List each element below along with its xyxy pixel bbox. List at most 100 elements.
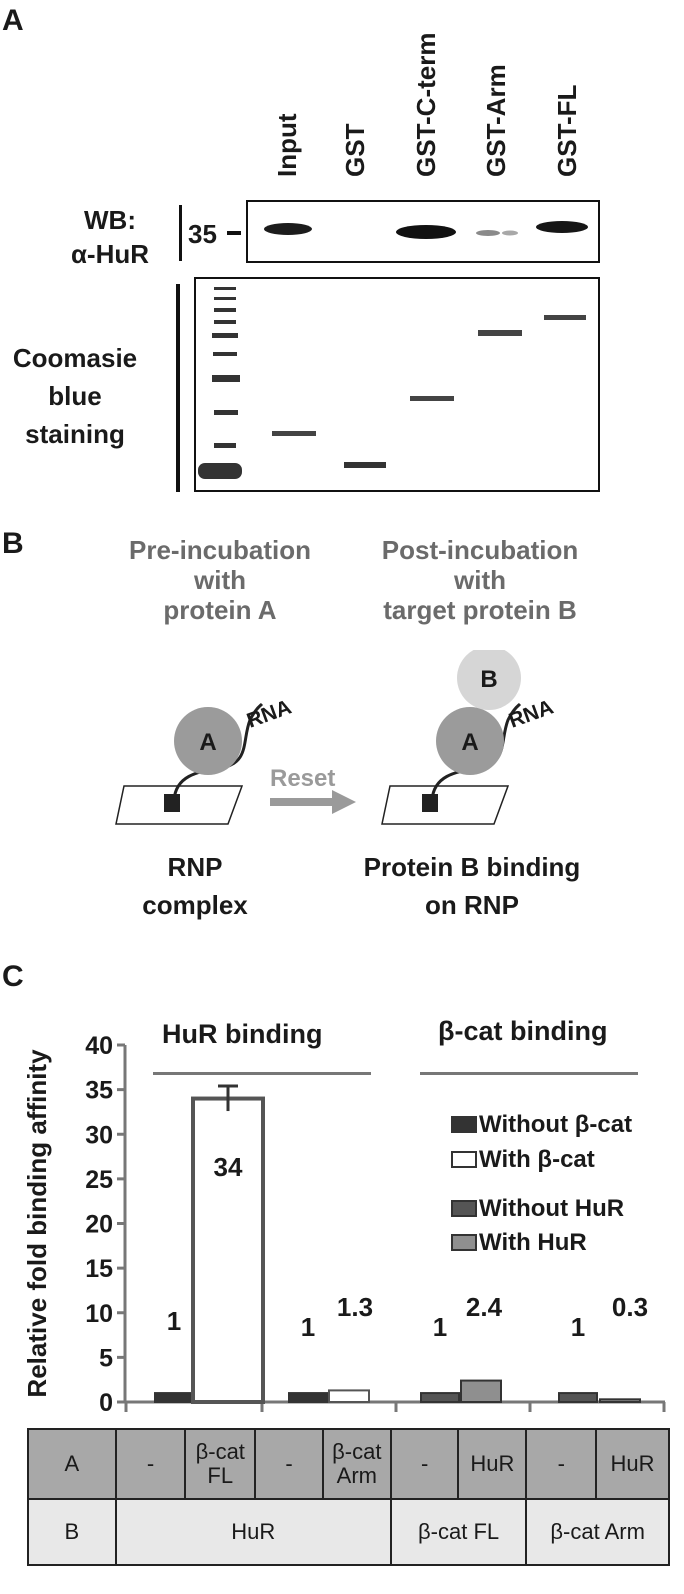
band-gst-fl [536, 221, 588, 233]
y-tick-label-15: 15 [85, 1255, 113, 1283]
lane-label-input: Input [272, 113, 302, 177]
bar-1 [154, 1392, 194, 1404]
bar-label-4: 1.3 [337, 1292, 373, 1322]
bar-3 [288, 1392, 328, 1404]
cell-b-bcat-fl: β-cat FL [389, 1498, 528, 1566]
cell-a-4: β-cat Arm [321, 1428, 392, 1500]
panel-c-letter: C [2, 960, 24, 993]
panel-b-letter: B [2, 527, 24, 560]
pre-incubation-label: Pre-incubation with protein A [90, 535, 350, 625]
bar-6 [460, 1379, 502, 1403]
panel-a-letter: A [2, 4, 24, 37]
marker-tick [227, 231, 241, 235]
protein-a-right [436, 707, 504, 775]
bar-label-8: 0.3 [612, 1292, 648, 1322]
rnp-schematic: A RNA Reset A B RNA [115, 650, 557, 825]
y-tick-label-0: 0 [99, 1389, 113, 1417]
legend-swatch-3 [451, 1200, 477, 1217]
ladder [198, 287, 242, 479]
wb-label-line1: WB: [84, 205, 136, 235]
anchor-left [164, 794, 180, 812]
legend-label-4: With HuR [479, 1229, 587, 1256]
chip-right [381, 785, 510, 825]
lane-label-gst: GST [340, 123, 370, 177]
y-tick-label-25: 25 [85, 1166, 113, 1194]
cell-a-6: HuR [457, 1428, 528, 1500]
bar-8 [599, 1398, 641, 1404]
bind-line2: on RNP [425, 890, 519, 920]
band-gst-arm [476, 230, 500, 236]
coomassie-line2: blue [48, 381, 102, 411]
coomassie-gel [194, 277, 600, 492]
y-axis-label: Relative fold binding affinity [22, 1049, 52, 1398]
rnp-complex-label: RNP complex [100, 848, 290, 924]
bar-7 [558, 1392, 598, 1404]
legend-swatch-2 [451, 1151, 477, 1168]
legend-label-1: Without β-cat [479, 1111, 632, 1138]
protein-a-left [174, 707, 242, 775]
protein-a-left-label: A [199, 729, 216, 756]
reset-arrow-head [332, 790, 356, 814]
row-a: A - β-cat FL - β-cat Arm - HuR - HuR [27, 1428, 670, 1500]
post-line2: with [454, 565, 506, 595]
legend-swatch-1 [451, 1116, 477, 1133]
protein-b [457, 650, 521, 710]
wb-label: WB: α-HuR [50, 203, 170, 271]
bar-label-3: 1 [301, 1312, 315, 1342]
reset-arrow-shaft [270, 798, 332, 806]
binding-affinity-chart: Relative fold binding affinity 0 5 10 15 20 25… [22, 1032, 666, 1417]
gel-band-gst-arm [478, 330, 522, 336]
coomassie-bracket [176, 284, 180, 492]
bind-line1: Protein B binding [363, 852, 581, 882]
cell-a-5: - [389, 1428, 460, 1500]
legend-swatch-4 [451, 1234, 477, 1251]
legend-label-3: Without HuR [479, 1195, 624, 1222]
cell-a-2: β-cat FL [184, 1428, 257, 1500]
rnp-line2: complex [142, 890, 248, 920]
cell-a-3: - [254, 1428, 324, 1500]
rna-label-right: RNA [506, 696, 557, 733]
protein-b-label: B [480, 666, 497, 693]
pre-line2: with [194, 565, 246, 595]
cell-b-bcat-arm: β-cat Arm [525, 1498, 670, 1566]
row-a-label: A [27, 1428, 117, 1500]
protein-b-binding-label: Protein B binding on RNP [322, 848, 622, 924]
cell-a-8: HuR [595, 1428, 670, 1500]
coomassie-line3: staining [25, 419, 125, 449]
bar-4 [328, 1389, 370, 1403]
legend-label-2: With β-cat [479, 1146, 595, 1173]
reset-label: Reset [270, 765, 335, 792]
cell-a-7: - [525, 1428, 598, 1500]
hur-binding-underline [153, 1072, 371, 1075]
western-blot [246, 200, 600, 263]
gel-frame [194, 277, 600, 492]
wb-label-line2: α-HuR [70, 239, 150, 269]
bar-label-1: 1 [167, 1306, 181, 1336]
gel-band-input [272, 431, 316, 436]
coomassie-line1: Coomasie [12, 343, 138, 373]
bar-label-6: 2.4 [466, 1292, 503, 1322]
lane-label-gst-fl: GST-FL [552, 84, 582, 177]
cell-b-hur: HuR [114, 1498, 392, 1566]
y-tick-label-20: 20 [85, 1211, 113, 1239]
y-tick-label-5: 5 [99, 1344, 113, 1372]
post-line1: Post-incubation [381, 535, 579, 565]
bar-label-2: 34 [214, 1152, 243, 1182]
band-gst-arm-faint [502, 230, 518, 236]
bar-label-5: 1 [433, 1312, 447, 1342]
cell-a-1: - [114, 1428, 187, 1500]
gel-band-gst-c-term [410, 396, 454, 401]
marker-35-label: 35 [188, 219, 217, 249]
bar-5 [420, 1392, 460, 1404]
gel-band-gst-fl [544, 315, 586, 320]
pre-line3: protein A [163, 595, 277, 625]
post-incubation-label: Post-incubation with target protein B [330, 535, 630, 625]
rna-label-left: RNA [244, 696, 295, 733]
wb-bracket [179, 205, 182, 261]
bcat-binding-header: β-cat binding [438, 1016, 608, 1046]
bar-label-7: 1 [571, 1312, 585, 1342]
row-b-label: B [27, 1498, 117, 1566]
lane-label-gst-c-term: GST-C-term [411, 32, 441, 177]
bcat-binding-underline [420, 1072, 638, 1075]
y-tick-label-10: 10 [85, 1300, 113, 1328]
